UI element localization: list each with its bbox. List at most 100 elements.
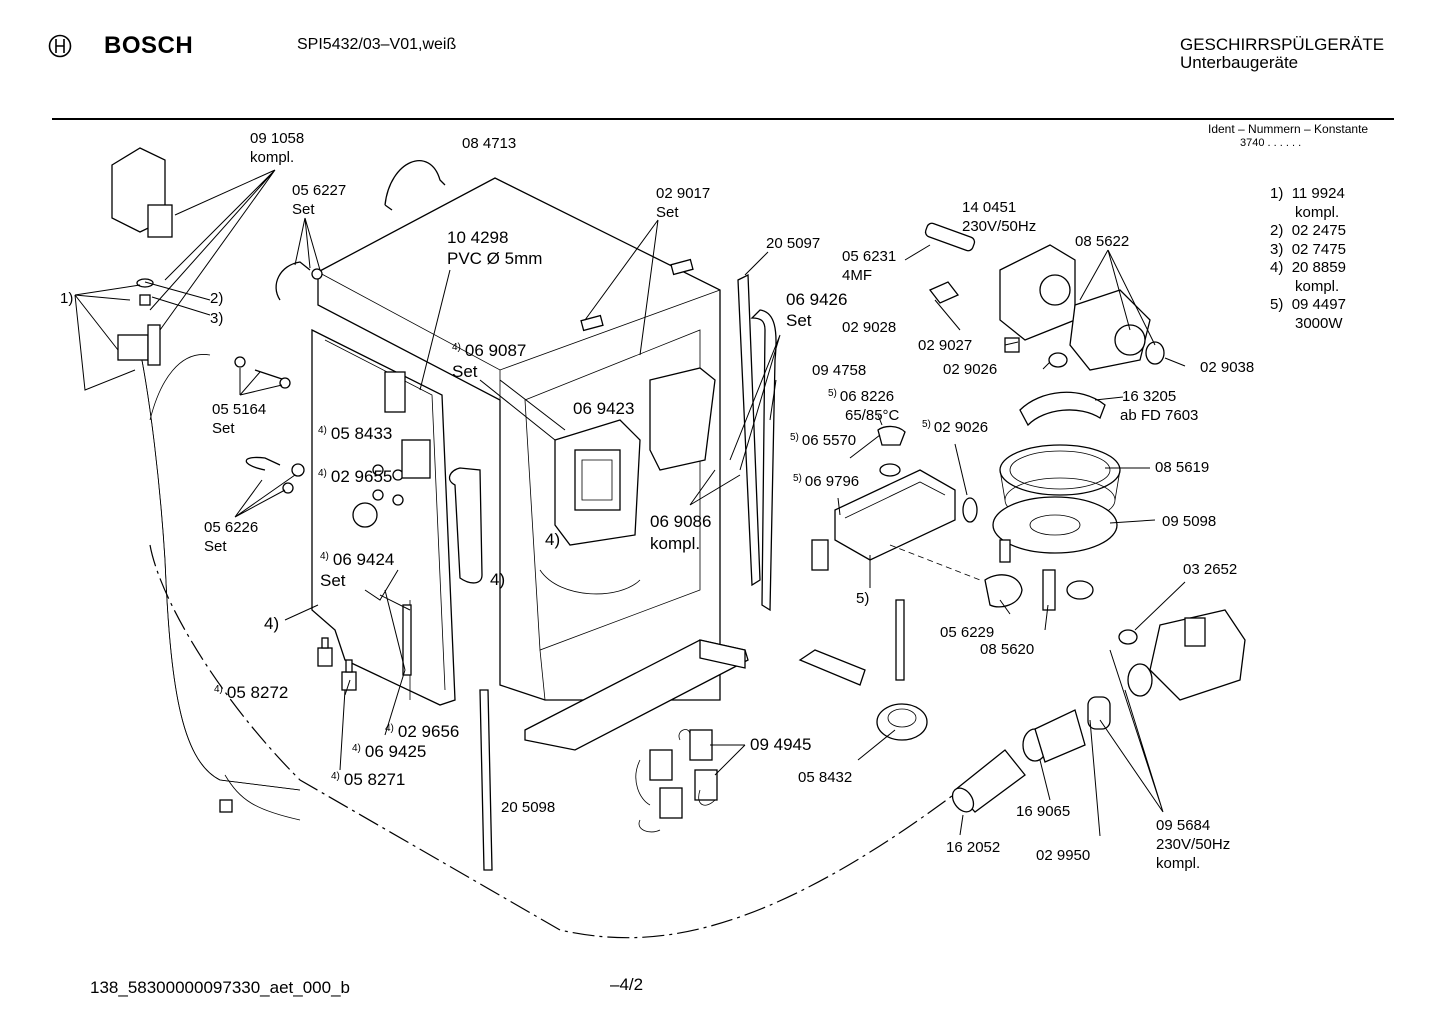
hose-055164: [254, 369, 286, 381]
ring-029026-b: [1048, 352, 1068, 368]
pump-motor-140451: [924, 222, 1076, 341]
label-029950: 02 9950: [1036, 847, 1090, 864]
tub-body: [317, 177, 721, 701]
label-205097: 20 5097: [766, 235, 820, 252]
legend-item-extra: kompl.: [1295, 277, 1340, 295]
hose-056226: [245, 456, 281, 471]
label-056229: 05 6229: [940, 624, 994, 641]
label-pvc: PVC Ø 5mm: [447, 249, 542, 268]
thermostat-068226: [877, 425, 906, 477]
label-230v: 230V/50Hz: [962, 218, 1036, 235]
pressure-switch-058432: [798, 599, 928, 741]
label-058432: 05 8432: [798, 769, 852, 786]
cover-163205: [1019, 391, 1106, 427]
label-n1: 1): [60, 290, 73, 307]
label-set: Set: [656, 204, 679, 221]
label-029017: 02 9017: [656, 185, 710, 202]
label-055164: 05 5164: [212, 401, 266, 418]
legend-list: 1) 11 9924 kompl. 2) 02 2475 3) 02 7475 …: [1270, 185, 1346, 333]
seal-ring-029026: [962, 497, 978, 523]
label-029027: 02 9027: [918, 337, 972, 354]
label-n2: 2): [210, 290, 223, 307]
label-085620: 08 5620: [980, 641, 1034, 658]
side-strip-205098: [479, 689, 493, 871]
label-n4: 4): [264, 614, 279, 633]
dispenser-069423: [554, 419, 641, 546]
legend-item: 3) 02 7475: [1270, 240, 1346, 258]
valve-assembly: [117, 278, 161, 366]
switch-058271: [341, 659, 357, 691]
label-set: Set: [204, 538, 227, 555]
label-069086: 06 9086: [650, 512, 711, 531]
label-069796: 5)06 9796: [793, 473, 859, 490]
cartridge-029656: [402, 604, 412, 676]
header-rule: [52, 118, 1394, 120]
label-set: Set: [292, 201, 315, 218]
label-205098: 20 5098: [501, 799, 555, 816]
switch-058272: [317, 637, 333, 667]
label-4mf: 4MF: [842, 267, 872, 284]
label-058271: 4)05 8271: [331, 770, 405, 789]
part-labels: 09 1058 kompl. 08 4713 05 6227 Set 10 42…: [60, 130, 1254, 872]
label-029038: 02 9038: [1200, 359, 1254, 376]
valve-block-091058: [111, 147, 173, 238]
label-084713: 08 4713: [462, 135, 516, 152]
legend-item: 1) 11 9924: [1270, 185, 1345, 202]
heater-block-069796: [811, 469, 981, 581]
label-n4: 4): [545, 530, 560, 549]
label-058433: 4)05 8433: [318, 424, 392, 443]
label-140451: 14 0451: [962, 199, 1016, 216]
footnote-5: 5): [828, 388, 837, 399]
valve-095684: [1127, 609, 1246, 701]
label-kompl: kompl.: [650, 534, 700, 553]
label-kompl: kompl.: [250, 149, 294, 166]
ident-value: 3740 . . . . . .: [1240, 137, 1302, 149]
label-kompl: kompl.: [1156, 855, 1200, 872]
label-n5: 5): [856, 590, 869, 607]
legend-item: 4) 20 8859: [1270, 259, 1346, 276]
legend-item: 5) 09 4497: [1270, 296, 1346, 313]
label-091058: 09 1058: [250, 130, 304, 147]
legend-item-extra: kompl.: [1295, 203, 1340, 221]
bosch-logo-icon: [48, 34, 72, 58]
brand-name: BOSCH: [104, 32, 194, 59]
label-068226: 5)06 8226: [828, 388, 894, 405]
page-number: –4/2: [610, 975, 644, 994]
connector-169065: [1022, 709, 1086, 763]
clip-029028: [928, 281, 960, 304]
label-set: Set: [212, 420, 235, 437]
gasket-029950: [1087, 696, 1111, 730]
label-094945: 09 4945: [750, 735, 811, 754]
label-056231: 05 6231: [842, 248, 896, 265]
front-panel: [311, 328, 456, 706]
label-162052: 16 2052: [946, 839, 1000, 856]
subcategory-title: Unterbaugeräte: [1180, 53, 1299, 72]
hose-clip-084713: [384, 160, 446, 211]
ident-label: Ident – Nummern – Konstante: [1208, 122, 1369, 136]
sump-base-095098: [992, 496, 1118, 611]
hose-056227: [275, 261, 311, 301]
label-069425: 4)06 9425: [352, 742, 426, 761]
label-065570: 5)06 5570: [790, 432, 856, 449]
connectors-094945: [635, 729, 718, 833]
label-029026-b: 5)02 9026: [922, 419, 988, 436]
label-104298: 10 4298: [447, 228, 508, 247]
label-163205: 16 3205: [1122, 388, 1176, 405]
door-seal: [448, 467, 483, 584]
label-029026: 02 9026: [943, 361, 997, 378]
legend-item-extra: 3000W: [1295, 314, 1343, 332]
label-056226: 05 6226: [204, 519, 258, 536]
label-094758: 09 4758: [812, 362, 866, 379]
label-169065: 16 9065: [1016, 803, 1070, 820]
label-095684: 09 5684: [1156, 817, 1210, 834]
label-069426: 06 9426: [786, 290, 847, 309]
elbow-056229: [984, 574, 1023, 608]
category-title: GESCHIRRSPÜLGERÄTE: [1180, 35, 1385, 54]
label-069424: 4)06 9424: [320, 550, 394, 569]
label-n4: 4): [490, 570, 505, 589]
label-056227: 05 6227: [292, 182, 346, 199]
label-temp: 65/85°C: [845, 407, 900, 424]
gasket-205097: [737, 273, 761, 587]
gasket-094758: [750, 309, 777, 612]
